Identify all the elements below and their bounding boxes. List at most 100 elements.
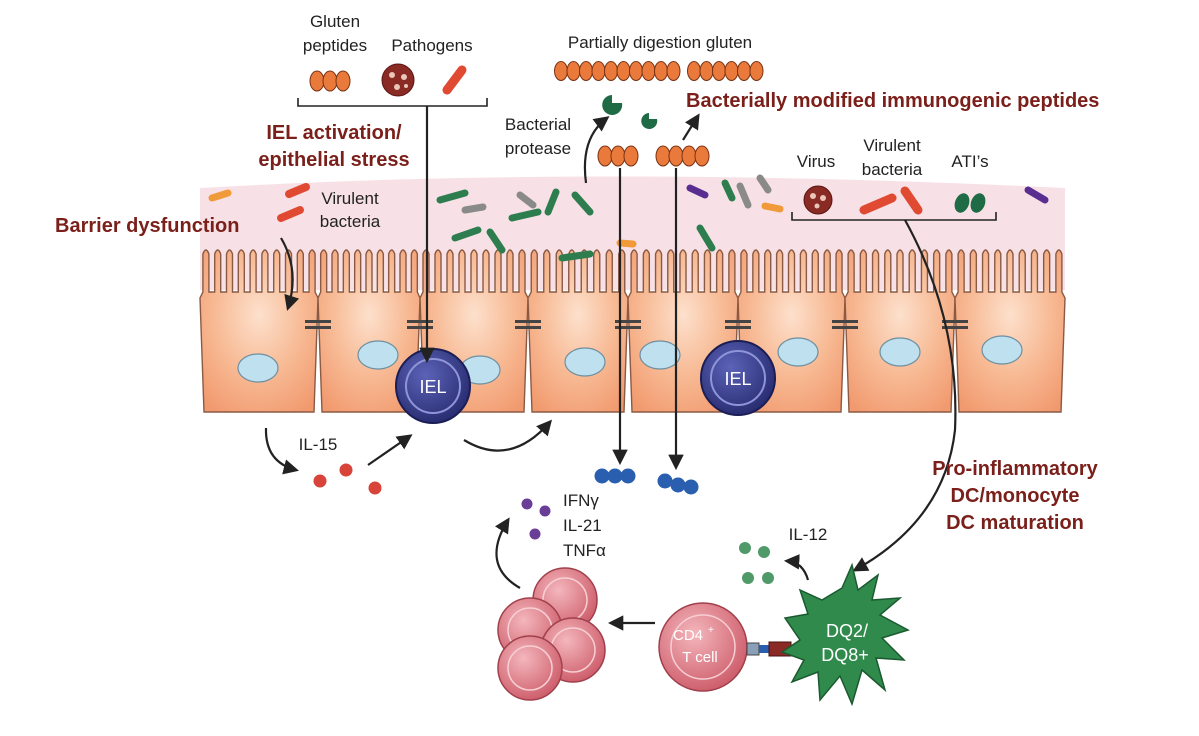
il15-particles xyxy=(313,463,382,495)
peptide-particles-left xyxy=(594,468,636,484)
nucleus xyxy=(564,347,606,377)
arrow-to-modified xyxy=(682,113,700,141)
arrow-to-dc xyxy=(852,219,957,572)
bact-modified-label: Bacterially modified immunogenic peptide… xyxy=(686,90,1099,112)
epithelial-cell xyxy=(954,249,1066,413)
arrow-to-cytokines xyxy=(494,517,521,589)
peptide-particles-right xyxy=(657,473,699,495)
tight-junction xyxy=(725,320,751,323)
luminal-bacteria xyxy=(436,174,1049,262)
il21-label: IL-21 xyxy=(563,516,602,535)
nucleus xyxy=(777,337,819,367)
cd4-superscript: + xyxy=(708,625,714,636)
dq-label-1: DQ2/ xyxy=(826,621,868,641)
bacterium-icon xyxy=(508,208,542,222)
nucleus xyxy=(357,340,399,370)
il12-particles xyxy=(739,542,774,584)
bacterium-icon xyxy=(436,189,469,204)
bacterium-icon xyxy=(486,228,506,254)
tight-junction xyxy=(725,326,751,329)
nucleus xyxy=(639,340,681,370)
nucleus xyxy=(237,353,279,383)
bacterium-icon xyxy=(516,191,537,209)
epithelial-cell xyxy=(199,249,319,413)
tight-junction xyxy=(305,320,331,323)
tight-junction xyxy=(515,326,541,329)
bacterium-icon xyxy=(721,179,736,202)
virulent-bacterium-icon-1 xyxy=(859,193,897,215)
gluten-bead xyxy=(654,61,668,81)
bacterium-icon xyxy=(756,174,772,194)
ati-icon xyxy=(954,193,986,213)
tight-junction xyxy=(407,326,433,329)
tight-junction xyxy=(407,320,433,323)
pathogen-bacterium-icon xyxy=(442,65,467,95)
gluten-bead xyxy=(604,61,618,81)
gluten-bead xyxy=(737,61,751,81)
il12-label: IL-12 xyxy=(789,525,828,544)
tight-junction xyxy=(615,326,641,329)
dq-label-2: DQ8+ xyxy=(821,645,869,665)
tight-junction xyxy=(615,320,641,323)
bracket-right xyxy=(791,212,997,221)
virus-label: Virus xyxy=(797,152,835,171)
proliferating-t-cells xyxy=(497,567,606,701)
il15-label: IL-15 xyxy=(299,435,338,454)
gluten-peptide-icons xyxy=(309,70,351,92)
arrow-il15-to-iel xyxy=(367,434,413,466)
tight-junction xyxy=(305,326,331,329)
bacterium-icon xyxy=(686,184,709,199)
t-cell-label: T cell xyxy=(682,649,718,666)
tcr-mhc-complex xyxy=(746,641,792,657)
tight-junction xyxy=(832,326,858,329)
protease-label-2: protease xyxy=(505,139,571,158)
epithelial-cell xyxy=(527,249,629,413)
gluten-bead xyxy=(687,61,701,81)
gluten-bead xyxy=(629,61,643,81)
gluten-bead xyxy=(566,61,581,81)
arrow-barrier xyxy=(280,237,300,311)
virus-icon xyxy=(803,185,833,215)
proinflammatory-label-2: DC/monocyte xyxy=(951,485,1080,507)
iel-cell-left: IEL xyxy=(395,348,471,424)
proinflammatory-label-1: Pro-inflammatory xyxy=(932,458,1098,480)
iel-cell-right: IEL xyxy=(700,340,776,416)
virulent-left-label-1: Virulent xyxy=(321,189,379,208)
bacterium-icon xyxy=(571,191,594,216)
gluten-bead xyxy=(749,61,764,81)
cd4-label: CD4 xyxy=(673,627,703,644)
virulent-right-label-2: bacteria xyxy=(862,160,923,179)
gluten-bead xyxy=(579,61,593,81)
iel-label-left: IEL xyxy=(419,377,446,397)
virulent-left-bacterium-1 xyxy=(277,206,304,222)
virulent-left-bacterium-2 xyxy=(285,183,310,198)
bacterium-icon xyxy=(696,224,716,252)
tight-junction xyxy=(515,320,541,323)
luminal-bacterium-orange xyxy=(208,189,232,202)
gluten-bead xyxy=(712,61,726,81)
gluten-bead xyxy=(591,61,606,81)
gluten-bead xyxy=(724,61,739,81)
bacterium-icon xyxy=(461,203,487,214)
pathogen-virus-icon xyxy=(381,63,415,97)
dendritic-cell: DQ2/ DQ8+ xyxy=(780,562,910,707)
epithelial-cell xyxy=(844,249,956,413)
protease-label-1: Bacterial xyxy=(505,115,571,134)
virulent-right-label-1: Virulent xyxy=(863,136,921,155)
tnfa-label: TNFα xyxy=(563,541,606,560)
gluten-bead xyxy=(641,61,656,81)
iel-activation-label-2: epithelial stress xyxy=(258,149,409,171)
tight-junction xyxy=(942,320,968,323)
arrow-iel-to-epithelium xyxy=(463,419,553,452)
pathogens-label: Pathogens xyxy=(391,36,472,55)
gluten-bead xyxy=(666,61,681,81)
bacterium-icon xyxy=(616,239,637,248)
atis-label: ATI’s xyxy=(951,152,988,171)
iel-label-right: IEL xyxy=(724,369,751,389)
gluten-label-2: peptides xyxy=(303,36,367,55)
gluten-bead xyxy=(554,61,568,81)
iel-activation-label-1: IEL activation/ xyxy=(266,122,402,144)
partial-gluten-label: Partially digestion gluten xyxy=(568,33,752,52)
gluten-bead xyxy=(699,61,714,81)
